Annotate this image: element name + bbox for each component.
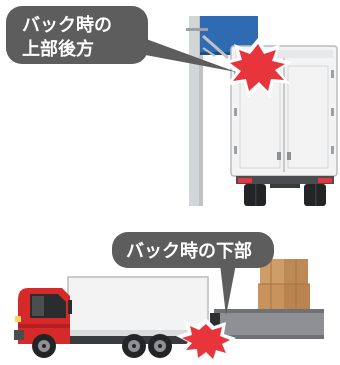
top-callout-line1: バック時の <box>22 15 112 36</box>
top-callout-bg <box>6 6 148 64</box>
top-scene: バック時の 上部後方 <box>6 6 338 206</box>
bottom-impact-burst <box>176 318 236 364</box>
top-callout-line2: 上部後方 <box>22 38 94 60</box>
bottom-callout-text: バック時の下部 <box>126 240 252 262</box>
top-impact-burst <box>222 38 292 98</box>
truck-rear-bumper <box>236 176 334 184</box>
rear-wheel-1 <box>122 334 146 358</box>
loading-dock <box>214 309 324 339</box>
bottom-callout: バック時の下部 <box>112 232 274 316</box>
bottom-callout-bg <box>112 232 274 268</box>
truck-side <box>14 276 210 358</box>
rear-wheel-2 <box>148 334 172 358</box>
top-callout: バック時の 上部後方 <box>6 6 236 72</box>
front-wheel <box>32 334 56 358</box>
cargo-boxes <box>258 259 310 309</box>
bottom-scene: バック時の下部 <box>14 232 324 364</box>
